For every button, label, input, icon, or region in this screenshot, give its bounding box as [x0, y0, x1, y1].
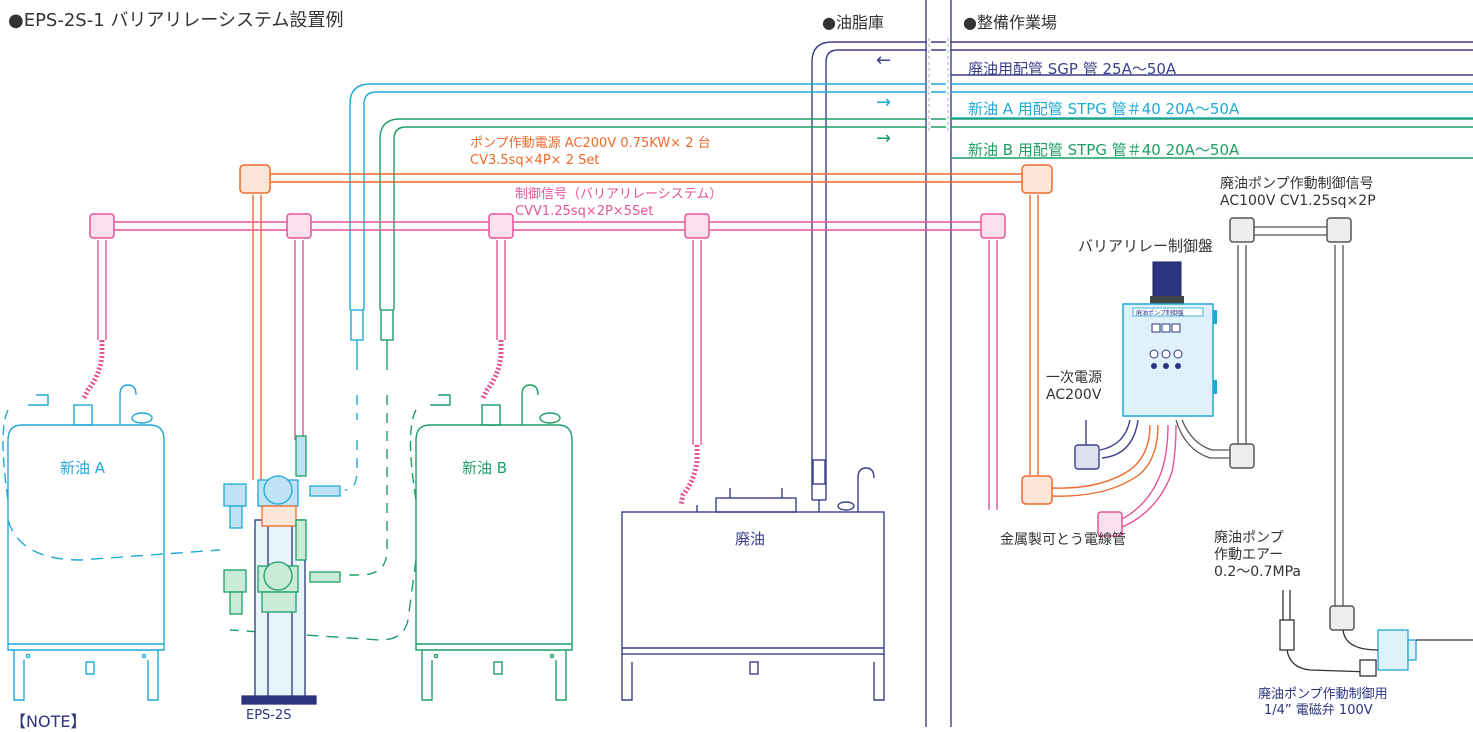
control-panel-plate: 廃油ポンプ制御盤 [1136, 310, 1184, 317]
primary-power-line1: 一次電源 [1046, 370, 1102, 386]
eps-2s-unit [223, 435, 341, 705]
waste-pump-signal-line1: 廃油ポンプ作動制御信号 [1220, 176, 1374, 192]
zone-label-workshop: ●整備作業場 [963, 13, 1057, 32]
new-oil-b-pipe-label: 新油 B 用配管 STPG 管＃40 20A～50A [968, 141, 1240, 159]
air-pipe-solenoid [1279, 590, 1473, 677]
barrier-relay-control-panel [1122, 261, 1217, 417]
air-label-line2: 作動エアー [1214, 547, 1284, 563]
tank-new-oil-a [2, 384, 221, 701]
control-panel-label: バリアリレー制御盤 [1078, 237, 1214, 255]
primary-power-line2: AC200V [1046, 387, 1102, 403]
wall-divider [925, 0, 952, 727]
flexible-conduit-label: 金属製可とう電線管 [1000, 532, 1126, 548]
tank-waste-label: 廃油 [735, 530, 766, 548]
new-a-flow-arrow: → [876, 92, 891, 113]
new-oil-a-pipe [344, 83, 1473, 491]
control-flex-hoses [81, 340, 700, 506]
new-oil-b-pipe [330, 118, 1473, 576]
power-label-line1: ポンプ作動電源 AC200V 0.75KW× 2 台 [470, 136, 711, 151]
power-conduit [252, 173, 1159, 497]
power-label-line2: CV3.5sq×4P× 2 Set [470, 153, 600, 168]
control-signal-conduit [97, 221, 1177, 529]
tank-waste-oil [621, 467, 885, 701]
zone-label-oil-store: ●油脂庫 [822, 13, 884, 32]
waste-pipe-label: 廃油用配管 SGP 管 25A～50A [968, 60, 1177, 78]
air-label-line3: 0.2～0.7MPa [1214, 564, 1302, 580]
eps-2s-label: EPS-2S [246, 708, 292, 723]
note-heading: 【NOTE】 [10, 712, 87, 731]
air-label-line1: 廃油ポンプ [1214, 530, 1284, 546]
solenoid-label-line1: 廃油ポンプ作動制御用 [1258, 687, 1388, 702]
control-label-line2: CVV1.25sq×2P×5Set [515, 204, 654, 219]
page-title: ●EPS-2S-1 バリアリレーシステム設置例 [8, 10, 344, 31]
waste-pump-signal-line2: AC100V CV1.25sq×2P [1220, 193, 1376, 209]
solenoid-label-line2: 1/4” 電磁弁 100V [1264, 703, 1373, 718]
waste-pump-signal-conduit [1175, 226, 1344, 610]
gray-junction-boxes [1229, 217, 1355, 631]
tank-b-label: 新油 B [462, 459, 508, 477]
tank-new-oil-b [229, 384, 573, 701]
new-b-flow-arrow: → [876, 128, 891, 149]
waste-flow-arrow: ← [876, 50, 891, 71]
control-label-line1: 制御信号（バリアリレーシステム） [515, 187, 723, 202]
primary-power-conduit [1074, 419, 1139, 470]
waste-oil-pipe [811, 41, 1473, 512]
power-junction-boxes [239, 164, 1053, 505]
control-junction-boxes [89, 213, 1123, 537]
tank-a-label: 新油 A [60, 459, 106, 477]
new-oil-a-pipe-label: 新油 A 用配管 STPG 管＃40 20A～50A [968, 100, 1240, 118]
